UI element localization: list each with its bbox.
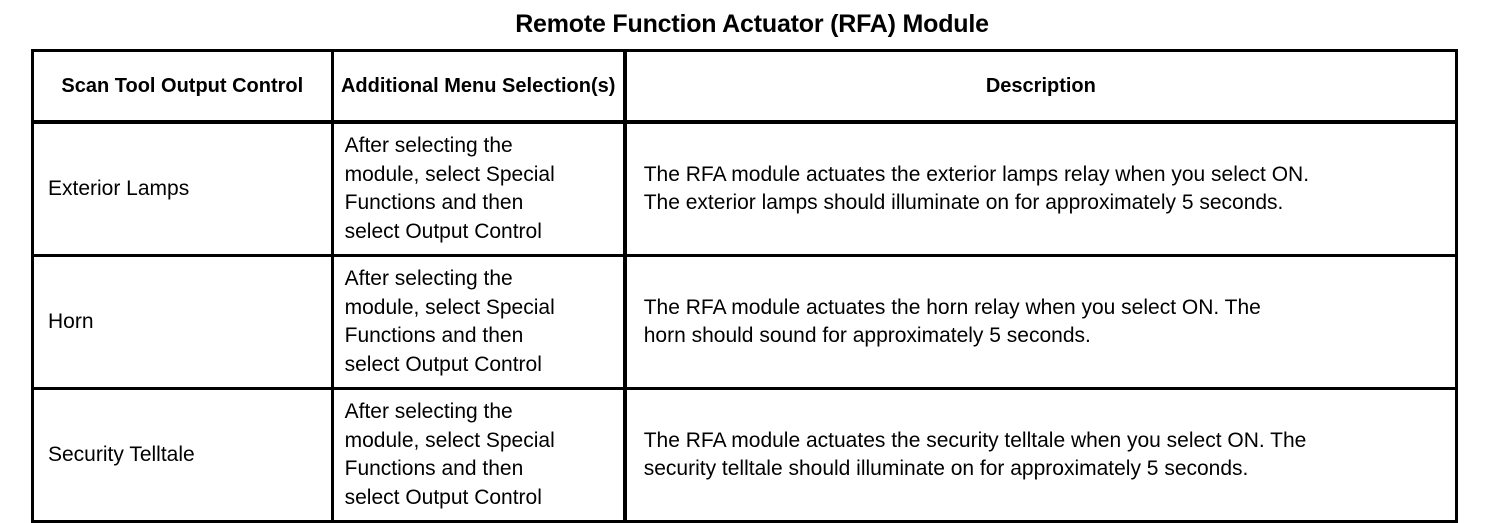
cell-additional-menu-selections: After selecting the module, select Speci… bbox=[332, 122, 627, 256]
cell-additional-menu-selections: After selecting the module, select Speci… bbox=[332, 255, 627, 389]
rfa-module-table: Scan Tool Output Control Additional Menu… bbox=[31, 49, 1458, 523]
cell-text: The RFA module actuates the horn relay w… bbox=[643, 296, 1261, 347]
cell-text: The RFA module actuates the security tel… bbox=[643, 429, 1307, 480]
table-body: Exterior Lamps After selecting the modul… bbox=[32, 122, 1457, 522]
column-header-description: Description bbox=[985, 75, 1096, 97]
table-row: Horn After selecting the module, select … bbox=[32, 255, 1457, 389]
cell-text: Exterior Lamps bbox=[48, 177, 190, 200]
table-header: Scan Tool Output Control Additional Menu… bbox=[32, 50, 1457, 122]
cell-description: The RFA module actuates the horn relay w… bbox=[625, 256, 1457, 389]
cell-description: The RFA module actuates the exterior lam… bbox=[625, 122, 1457, 256]
cell-text: After selecting the module, select Speci… bbox=[344, 267, 555, 376]
cell-text: After selecting the module, select Speci… bbox=[344, 400, 555, 509]
cell-text: The RFA module actuates the exterior lam… bbox=[643, 163, 1310, 214]
cell-text: After selecting the module, select Speci… bbox=[344, 134, 555, 243]
cell-scan-tool-output-control: Exterior Lamps bbox=[32, 122, 334, 256]
cell-text: Security Telltale bbox=[48, 443, 195, 466]
cell-description: The RFA module actuates the security tel… bbox=[625, 389, 1457, 522]
page-title: Remote Function Actuator (RFA) Module bbox=[515, 10, 989, 38]
header-row: Scan Tool Output Control Additional Menu… bbox=[32, 50, 1457, 122]
table-row: Exterior Lamps After selecting the modul… bbox=[32, 122, 1457, 256]
cell-text: Horn bbox=[48, 310, 94, 333]
column-header-scan-tool-output-control: Scan Tool Output Control bbox=[32, 50, 334, 122]
cell-scan-tool-output-control: Horn bbox=[32, 255, 334, 389]
cell-scan-tool-output-control: Security Telltale bbox=[32, 388, 334, 522]
cell-additional-menu-selections: After selecting the module, select Speci… bbox=[332, 388, 627, 522]
table-row: Security Telltale After selecting the mo… bbox=[32, 388, 1457, 522]
column-header-additional-menu-selections: Additional Menu Selection(s) bbox=[332, 50, 627, 122]
